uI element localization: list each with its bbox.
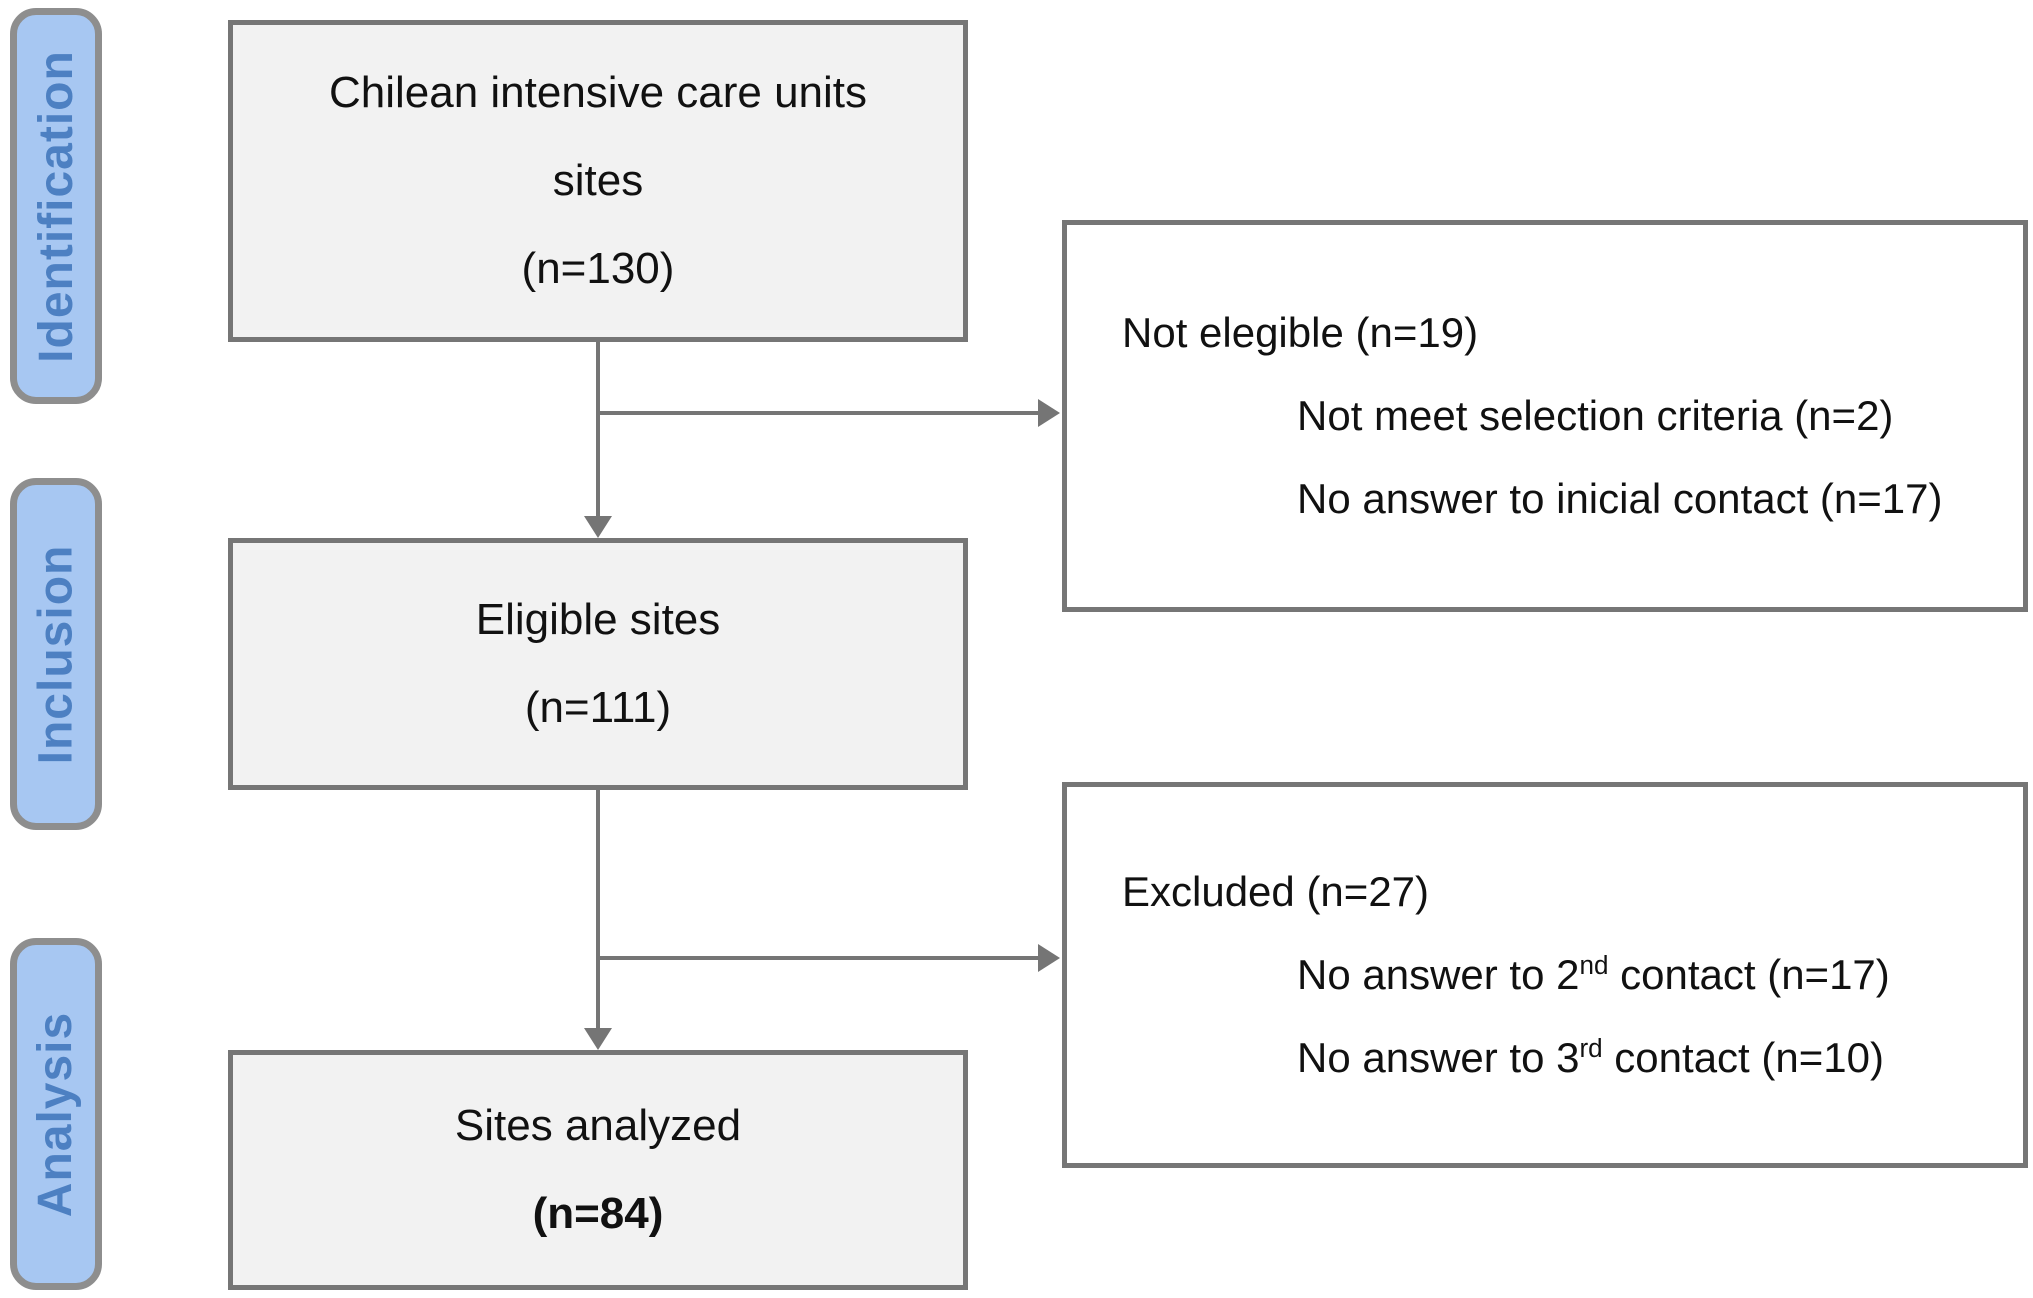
box-count: (n=111) xyxy=(524,683,672,732)
box-text-line: sites xyxy=(552,155,644,205)
box-eligible-sites: Eligible sites (n=111) xyxy=(228,538,968,790)
stage-label-identification: Identification xyxy=(10,8,102,404)
list-item-text: No answer to 2 xyxy=(1297,950,1580,998)
arrow-to-not-eligible-line xyxy=(596,411,1040,415)
list-item: Not meet selection criteria (n=2) xyxy=(1122,392,1893,439)
arrow-eligible-to-analyzed-line xyxy=(596,790,600,1028)
box-sites-analyzed: Sites analyzed (n=84) xyxy=(228,1050,968,1290)
exclusion-title: Excluded (n=27) xyxy=(1122,867,1430,915)
box-source-population: Chilean intensive care units sites (n=13… xyxy=(228,20,968,342)
box-count: (n=84) xyxy=(532,1189,664,1238)
arrow-to-excluded-head xyxy=(1038,944,1060,972)
arrow-eligible-to-analyzed-head xyxy=(584,1028,612,1050)
stage-label-analysis: Analysis xyxy=(10,938,102,1290)
stage-label-text: Analysis xyxy=(29,1011,83,1217)
list-item: No answer to 3rd contact (n=10) xyxy=(1122,1034,1884,1081)
box-text-line: Sites analyzed xyxy=(454,1100,742,1150)
arrow-source-to-eligible-head xyxy=(584,516,612,538)
box-text-line: Eligible sites xyxy=(475,594,721,644)
list-item-text: No answer to inicial contact (n=17) xyxy=(1297,475,1943,523)
stage-label-text: Inclusion xyxy=(29,544,83,764)
box-not-eligible: Not elegible (n=19) Not meet selection c… xyxy=(1062,220,2028,612)
box-count: (n=130) xyxy=(521,244,675,294)
stage-label-inclusion: Inclusion xyxy=(10,478,102,830)
list-item-text: contact (n=17) xyxy=(1608,950,1890,998)
list-item: No answer to 2nd contact (n=17) xyxy=(1122,951,1890,998)
list-item-text: Not meet selection criteria (n=2) xyxy=(1297,391,1894,439)
arrow-source-to-eligible-line xyxy=(596,342,600,518)
exclusion-title: Not elegible (n=19) xyxy=(1122,308,1479,356)
arrow-to-excluded-line xyxy=(596,956,1040,960)
ordinal-superscript: rd xyxy=(1579,1033,1603,1064)
ordinal-superscript: nd xyxy=(1579,949,1609,980)
stage-label-text: Identification xyxy=(29,49,83,363)
arrow-to-not-eligible-head xyxy=(1038,399,1060,427)
box-excluded: Excluded (n=27) No answer to 2nd contact… xyxy=(1062,782,2028,1168)
list-item-text: contact (n=10) xyxy=(1602,1034,1884,1082)
list-item-text: No answer to 3 xyxy=(1297,1034,1580,1082)
list-item: No answer to inicial contact (n=17) xyxy=(1122,475,1942,522)
box-text-line: Chilean intensive care units xyxy=(328,67,868,117)
